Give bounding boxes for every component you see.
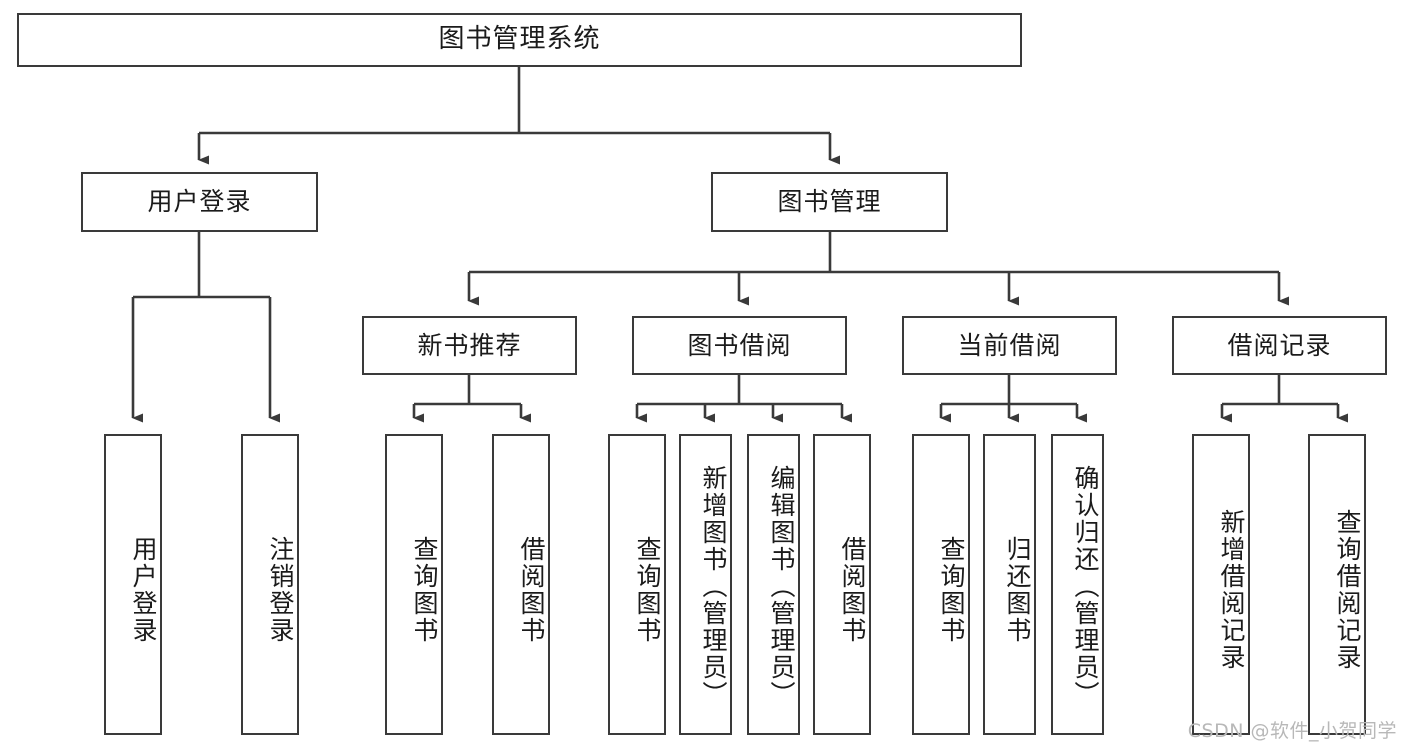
node-label: 编辑图书（管理员） — [767, 465, 796, 708]
node-label: 归还图书 — [1003, 535, 1032, 644]
node-current-borrow[interactable]: 当前借阅 — [902, 316, 1117, 375]
node-label: 借阅记录 — [1227, 330, 1332, 360]
leaf-borrow-book-borrow[interactable]: 借阅图书 — [813, 434, 871, 735]
node-label: 图书借阅 — [687, 330, 792, 360]
leaf-borrow-book-new-book[interactable]: 借阅图书 — [492, 434, 550, 735]
node-new-book-recommend[interactable]: 新书推荐 — [362, 316, 577, 375]
node-label: 新书推荐 — [417, 330, 522, 360]
node-label: 查询图书 — [937, 535, 966, 644]
node-user-login[interactable]: 用户登录 — [81, 172, 318, 232]
watermark-text: CSDN @软件_小贺同学 — [1187, 720, 1397, 742]
node-label: 查询图书 — [410, 535, 439, 644]
leaf-logout-login[interactable]: 注销登录 — [241, 434, 299, 735]
leaf-return-book[interactable]: 归还图书 — [983, 434, 1036, 735]
leaf-add-book-admin[interactable]: 新增图书（管理员） — [679, 434, 732, 735]
leaf-add-borrow-record[interactable]: 新增借阅记录 — [1192, 434, 1250, 735]
leaf-query-book-current[interactable]: 查询图书 — [912, 434, 970, 735]
leaf-query-book-borrow[interactable]: 查询图书 — [608, 434, 666, 735]
node-book-management[interactable]: 图书管理 — [711, 172, 948, 232]
leaf-query-borrow-record[interactable]: 查询借阅记录 — [1308, 434, 1366, 735]
node-label: 当前借阅 — [957, 330, 1062, 360]
node-label: 借阅图书 — [838, 535, 867, 644]
node-label: 注销登录 — [266, 535, 295, 644]
node-book-borrow[interactable]: 图书借阅 — [632, 316, 847, 375]
node-label: 查询借阅记录 — [1333, 508, 1362, 671]
node-label: 图书管理 — [777, 187, 882, 216]
node-label: 确认归还（管理员） — [1071, 465, 1100, 708]
node-label: 借阅图书 — [517, 535, 546, 644]
node-label: 用户登录 — [129, 535, 158, 644]
node-label: 新增借阅记录 — [1217, 508, 1246, 671]
leaf-confirm-return-admin[interactable]: 确认归还（管理员） — [1051, 434, 1104, 735]
node-label: 用户登录 — [147, 187, 252, 216]
node-label: 查询图书 — [633, 535, 662, 644]
node-label: 图书管理系统 — [438, 24, 601, 55]
leaf-edit-book-admin[interactable]: 编辑图书（管理员） — [747, 434, 800, 735]
node-borrow-record[interactable]: 借阅记录 — [1172, 316, 1387, 375]
leaf-user-login[interactable]: 用户登录 — [104, 434, 162, 735]
leaf-query-book-new-book[interactable]: 查询图书 — [385, 434, 443, 735]
node-label: 新增图书（管理员） — [699, 465, 728, 708]
node-root-book-management-system[interactable]: 图书管理系统 — [17, 13, 1022, 67]
